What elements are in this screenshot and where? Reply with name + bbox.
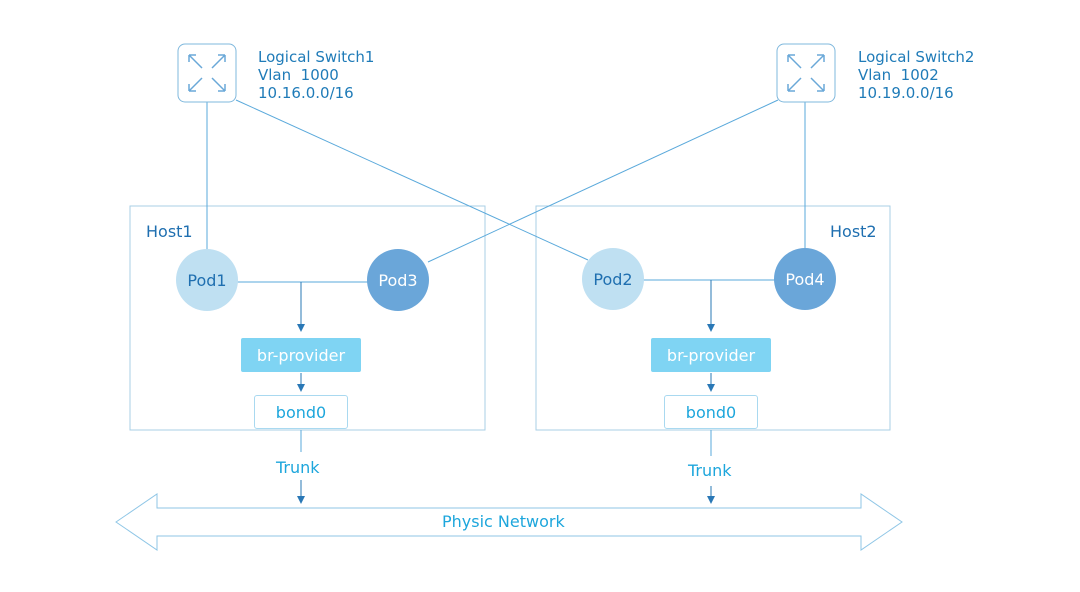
switch1-name: Logical Switch1 <box>258 48 375 66</box>
host1-box <box>129 205 486 431</box>
link-switch2-pod3 <box>427 99 779 263</box>
link-switch1-pod2 <box>235 99 589 261</box>
pod1-node: Pod1 <box>176 249 238 311</box>
pod3-node: Pod3 <box>367 249 429 311</box>
host2-box <box>535 205 891 431</box>
switch1-vlan: Vlan 1000 <box>258 66 339 84</box>
switch2-cidr: 10.19.0.0/16 <box>858 84 954 102</box>
host1-trunk-label: Trunk <box>276 458 320 477</box>
host1-bridge: br-provider <box>241 338 361 372</box>
host1-label: Host1 <box>146 222 193 241</box>
switch-arrows-icon <box>177 43 237 103</box>
host2-bond: bond0 <box>664 395 758 429</box>
pod4-node: Pod4 <box>774 248 836 310</box>
host2-bridge: br-provider <box>651 338 771 372</box>
switch-arrows-icon <box>776 43 836 103</box>
switch2-vlan: Vlan 1002 <box>858 66 939 84</box>
host2-label: Host2 <box>830 222 877 241</box>
switch2-name: Logical Switch2 <box>858 48 975 66</box>
physic-network-arrow <box>115 493 903 551</box>
physic-network-label: Physic Network <box>442 512 565 531</box>
switch1-label: Logical Switch1 Vlan 1000 10.16.0.0/16 <box>258 48 374 102</box>
pod2-node: Pod2 <box>582 248 644 310</box>
host1-bond: bond0 <box>254 395 348 429</box>
switch1-cidr: 10.16.0.0/16 <box>258 84 354 102</box>
switch2-label: Logical Switch2 Vlan 1002 10.19.0.0/16 <box>858 48 974 102</box>
host2-trunk-label: Trunk <box>688 461 732 480</box>
